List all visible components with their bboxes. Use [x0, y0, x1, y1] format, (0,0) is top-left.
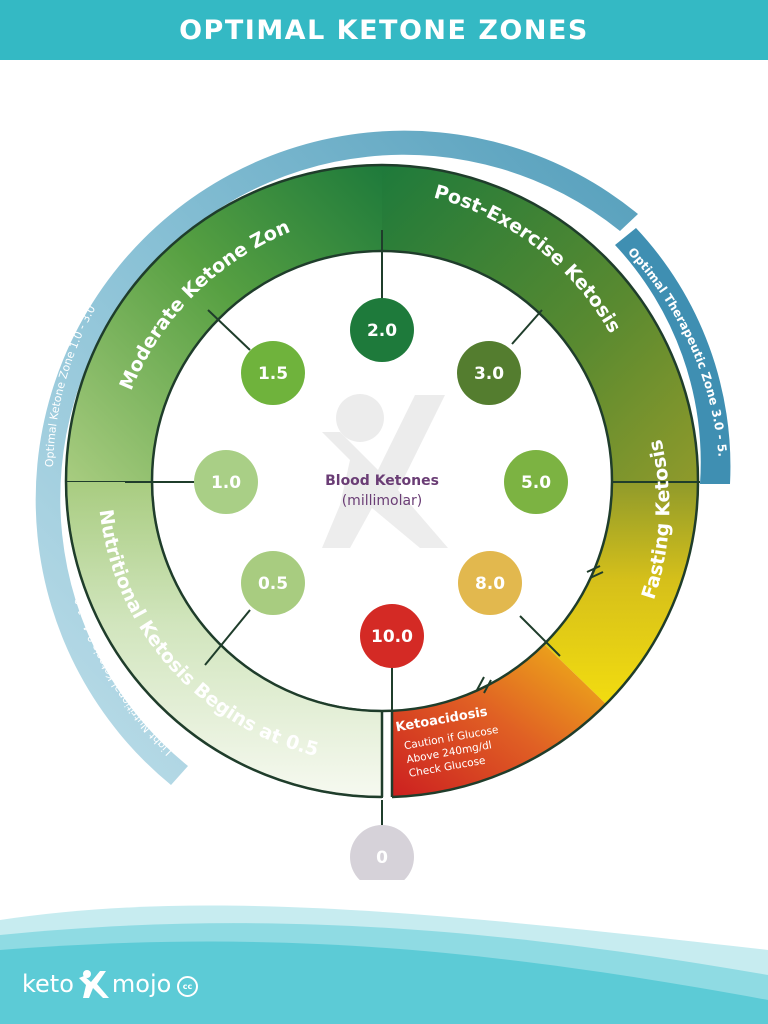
header-bar: OPTIMAL KETONE ZONES	[0, 0, 768, 60]
marker-value: 0.5	[258, 574, 288, 594]
marker-circle	[360, 604, 424, 668]
marker-10-0: 10.0	[360, 604, 424, 668]
connector-lines	[125, 230, 700, 830]
marker-0-5: 0.5	[241, 551, 305, 615]
marker-3-0: 3.0	[457, 341, 521, 405]
marker-value: 5.0	[521, 473, 551, 493]
ketone-markers: 0 0.5 1.0 1.5 2.0 3.0 5.0 8.0 10.0	[194, 298, 568, 880]
marker-value: 3.0	[474, 364, 504, 384]
center-label-line1: Blood Ketones	[325, 473, 439, 489]
marker-circle	[241, 551, 305, 615]
ketone-ring	[64, 163, 700, 799]
marker-circle	[194, 450, 258, 514]
marker-value: 1.0	[211, 473, 241, 493]
creative-commons-icon: cc	[177, 976, 198, 997]
marker-circle	[350, 298, 414, 362]
brand-runner-icon	[78, 970, 109, 998]
keto-mojo-logo: keto mojo	[22, 968, 171, 1000]
marker-8-0: 8.0	[458, 551, 522, 615]
center-label-line2: (millimolar)	[342, 493, 423, 509]
ring-ketoacidosis-segment	[392, 644, 606, 797]
marker-value: 1.5	[258, 364, 288, 384]
marker-0: 0	[350, 825, 414, 880]
ring-fasting-segment	[544, 481, 698, 704]
marker-circle	[241, 341, 305, 405]
marker-circle	[458, 551, 522, 615]
brand-left: keto	[22, 970, 74, 998]
marker-value: 2.0	[367, 321, 397, 341]
outer-zone-band	[35, 130, 731, 785]
marker-value: 0	[376, 848, 388, 868]
marker-value: 10.0	[371, 627, 413, 647]
marker-1-5: 1.5	[241, 341, 305, 405]
keto-mojo-watermark-icon	[322, 394, 448, 548]
brand-right: mojo	[111, 970, 172, 998]
ring-post-exercise-segment	[382, 165, 698, 481]
ring-moderate-segment	[66, 165, 382, 481]
marker-2-0: 2.0	[350, 298, 414, 362]
marker-value: 8.0	[475, 574, 505, 594]
page-title: OPTIMAL KETONE ZONES	[179, 14, 589, 46]
marker-circle	[457, 341, 521, 405]
marker-circle	[350, 825, 414, 880]
marker-1-0: 1.0	[194, 450, 258, 514]
marker-circle	[504, 450, 568, 514]
ketone-zone-diagram: Blood Ketones (millimolar) 0 0.5 1.0 1.5 2.0…	[0, 60, 731, 880]
marker-5-0: 5.0	[504, 450, 568, 514]
footer-wave	[0, 905, 768, 1024]
